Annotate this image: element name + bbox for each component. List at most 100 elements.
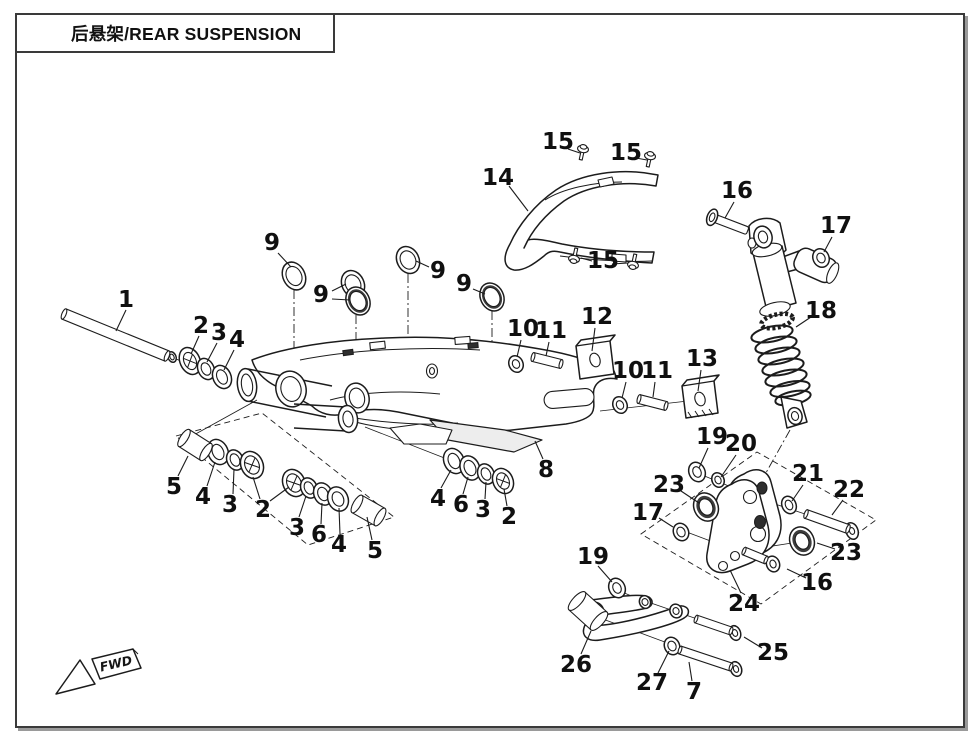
leader-line <box>580 630 592 655</box>
callout-13: 13 <box>686 346 718 372</box>
bushing-5 <box>177 428 213 462</box>
fwd-marker: FWD <box>55 648 142 695</box>
leader-line <box>252 476 261 500</box>
callout-15: 15 <box>610 140 642 166</box>
pin-11 <box>636 394 669 411</box>
callout-4: 4 <box>195 484 211 510</box>
coil-spring <box>750 324 812 407</box>
washer-3 <box>476 463 496 485</box>
callout-19: 19 <box>577 544 609 570</box>
leader-line <box>320 502 323 525</box>
callout-21: 21 <box>792 461 824 487</box>
bolt-shaft-25 <box>693 614 734 636</box>
callout-11: 11 <box>641 358 673 384</box>
leader-line <box>440 469 452 489</box>
fwd-label: FWD <box>98 653 133 675</box>
leader-line <box>534 440 544 460</box>
screw-15 <box>568 247 580 264</box>
callout-11: 11 <box>535 318 567 344</box>
pin-11 <box>530 352 564 369</box>
shock-top-eye <box>753 225 773 249</box>
swingarm-tab <box>454 335 471 346</box>
leader-line <box>657 650 670 674</box>
shock-absorber-part-18 <box>705 208 840 429</box>
leader-line <box>823 236 833 253</box>
leader-line <box>743 636 763 649</box>
callout-9: 9 <box>456 271 472 297</box>
callout-15: 15 <box>542 129 574 155</box>
callout-24: 24 <box>728 591 760 617</box>
seal-2 <box>491 467 515 495</box>
leader-line <box>816 542 836 550</box>
fwd-arrowhead <box>55 659 96 695</box>
leader-line <box>277 252 292 268</box>
callout-6: 6 <box>453 492 469 518</box>
callout-3: 3 <box>222 492 238 518</box>
stopper-block-part-13 <box>681 374 720 419</box>
leader-line <box>206 461 216 487</box>
leader-line <box>611 262 629 265</box>
leader-line <box>232 468 235 495</box>
callout-26: 26 <box>560 652 592 678</box>
leader-line <box>331 298 351 301</box>
shock-bolt-16 <box>705 208 750 235</box>
leader-line <box>115 309 127 332</box>
washer-4 <box>326 486 350 512</box>
leader-line <box>331 283 347 292</box>
arm-lower-strap <box>582 605 690 642</box>
assembly-axis <box>191 399 258 437</box>
leader-line <box>688 661 693 682</box>
seal-2 <box>178 346 202 376</box>
callout-9: 9 <box>264 230 280 256</box>
callout-5: 5 <box>166 474 182 500</box>
callout-10: 10 <box>507 316 539 342</box>
callout-3: 3 <box>289 515 305 541</box>
callout-10: 10 <box>612 358 644 384</box>
leader-line <box>269 486 290 502</box>
leader-line <box>591 327 596 352</box>
hose-clamp <box>467 342 479 349</box>
leader-line <box>190 335 200 355</box>
washer-6 <box>459 455 481 481</box>
leader-line <box>338 507 341 535</box>
seal-9 <box>281 261 307 291</box>
leader-line <box>484 481 487 500</box>
generated-parts <box>60 225 860 678</box>
leader-line <box>658 517 674 528</box>
seal-9 <box>479 282 505 312</box>
leader-line <box>698 447 709 469</box>
caliper-lug <box>389 423 453 445</box>
leader-line <box>503 488 508 507</box>
washer-3 <box>196 357 216 381</box>
nut-10 <box>507 354 525 374</box>
stud-16 <box>741 546 769 565</box>
bearing-23 <box>788 526 816 556</box>
hose-clamp <box>342 348 354 357</box>
callout-5: 5 <box>367 538 383 564</box>
leader-line <box>177 455 189 477</box>
callout-23: 23 <box>653 472 685 498</box>
leader-line <box>720 454 737 478</box>
bolt-shaft-7 <box>677 645 734 672</box>
callout-4: 4 <box>430 486 446 512</box>
leader-line <box>652 381 656 398</box>
callout-3: 3 <box>475 497 491 523</box>
seal-9 <box>395 245 421 275</box>
arm-eye <box>669 603 683 619</box>
leader-line <box>545 341 550 357</box>
leader-line <box>831 499 844 516</box>
leader-line <box>697 369 702 392</box>
bushing-5 <box>350 494 387 527</box>
leader-line <box>795 316 812 328</box>
callout-12: 12 <box>581 304 613 330</box>
callout-16: 16 <box>801 570 833 596</box>
seal-2 <box>281 468 307 498</box>
leader-line <box>206 342 218 363</box>
screw-15 <box>644 151 656 168</box>
leader-line <box>729 569 742 594</box>
slider-boss <box>611 253 627 263</box>
callout-27: 27 <box>636 670 668 696</box>
link-stud <box>754 515 766 529</box>
